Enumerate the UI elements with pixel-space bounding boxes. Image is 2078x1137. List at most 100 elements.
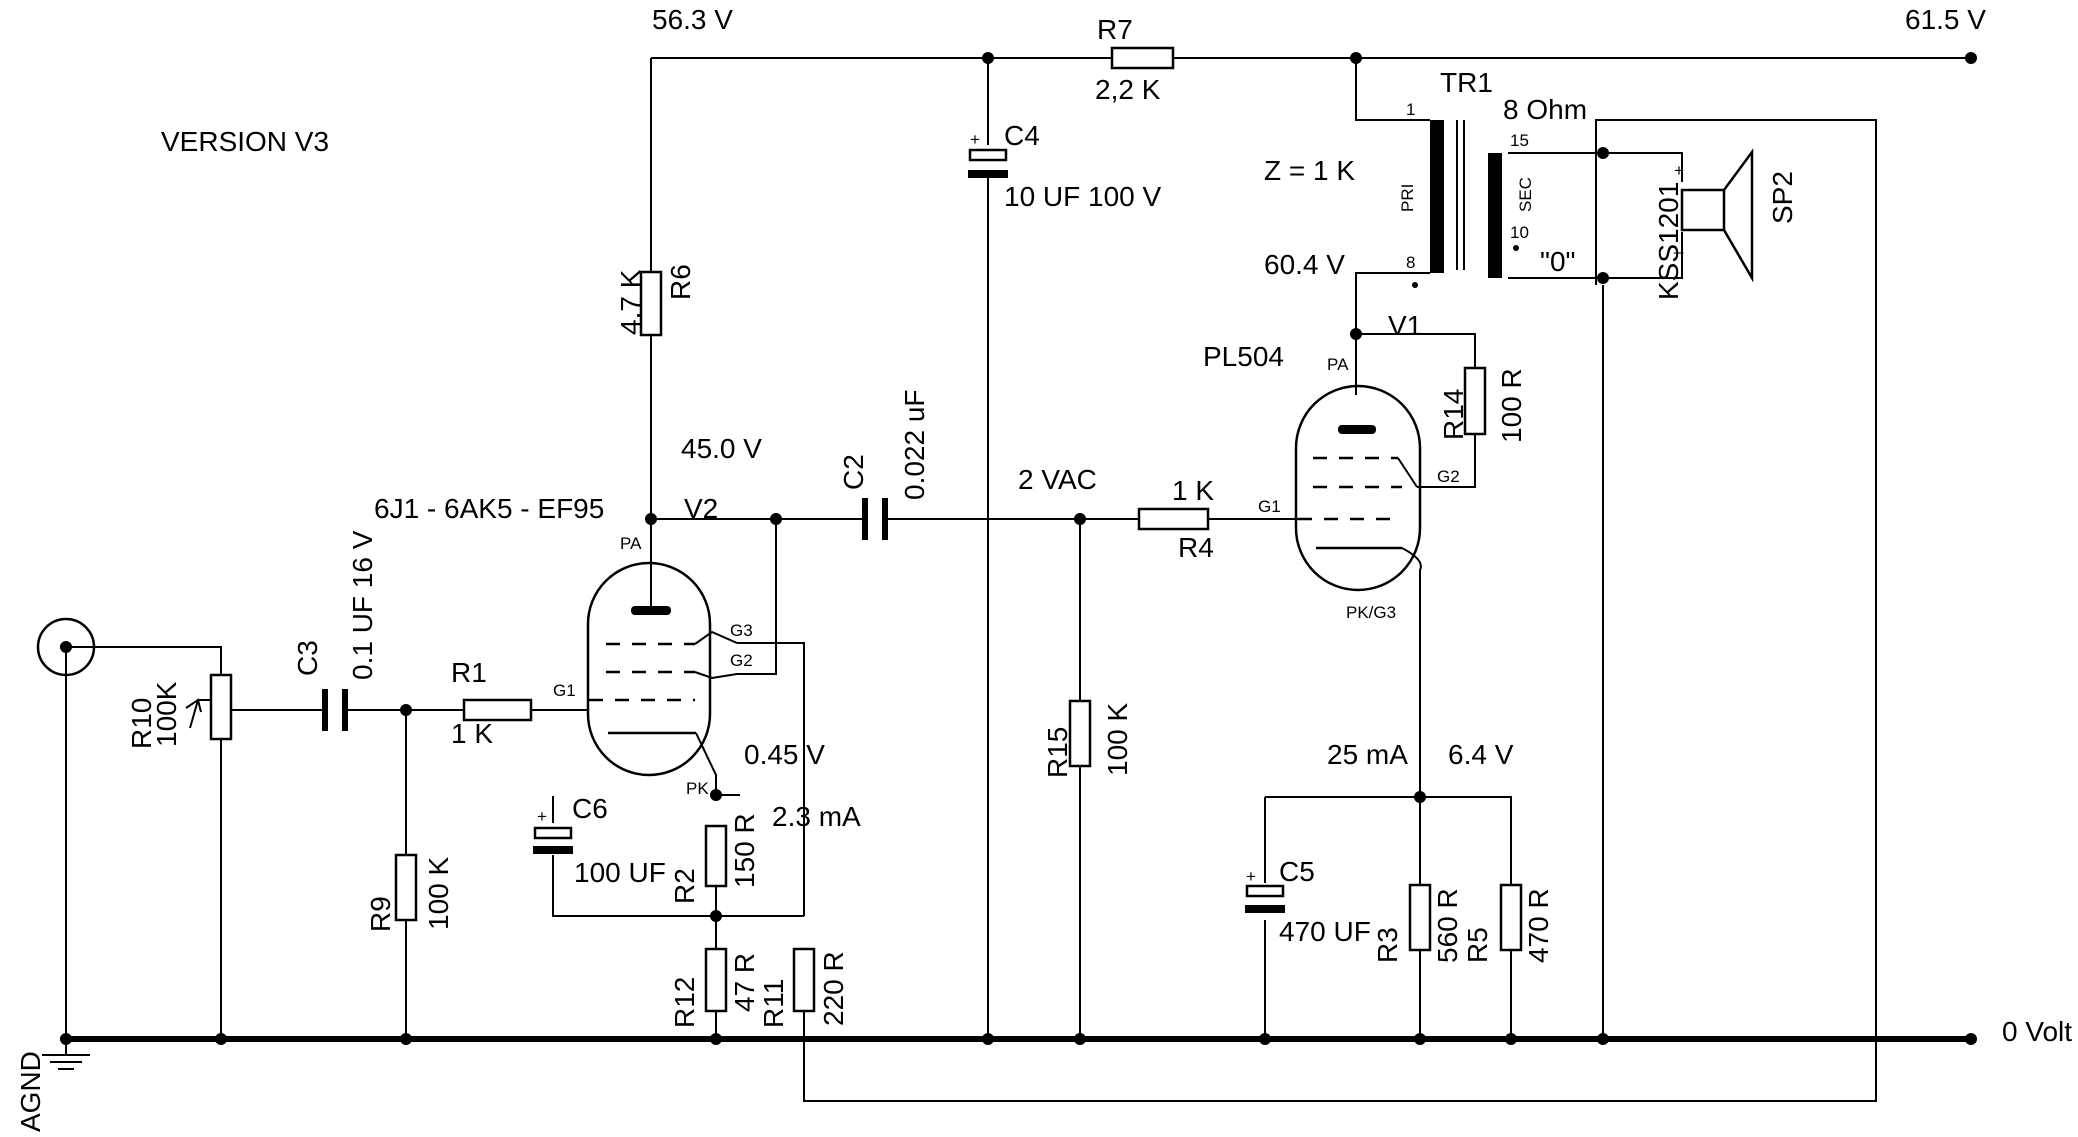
r7-ref: R7 [1097, 14, 1133, 45]
speaker-minus: _ [1673, 235, 1684, 254]
v2-pk: PK [686, 779, 709, 798]
r2-value: 150 R [729, 813, 760, 888]
r1-ref: R1 [451, 657, 487, 688]
tube-v1 [1294, 384, 1422, 592]
r7-resistor [1110, 46, 1175, 70]
r6-value: 4.7 K [615, 269, 646, 335]
r15-ref: R15 [1042, 727, 1073, 778]
v1-g1: G1 [1258, 497, 1281, 516]
v1-ref: V1 [1388, 310, 1422, 341]
tr1-ref: TR1 [1440, 67, 1493, 98]
r11-resistor [792, 947, 816, 1013]
v2-anode-voltage: 45.0 V [681, 433, 762, 464]
r4-resistor [1137, 507, 1210, 531]
c3-value: 0.1 UF 16 V [347, 530, 378, 680]
v2-pa: PA [620, 534, 642, 553]
v1-pa: PA [1327, 355, 1349, 374]
c5-value: 470 UF [1279, 916, 1371, 947]
c2-capacitor [862, 498, 888, 540]
r3-ref: R3 [1372, 927, 1403, 963]
r10-potentiometer [209, 673, 233, 741]
c3-ref: C3 [292, 640, 323, 676]
v2-g3: G3 [730, 621, 753, 640]
c4-capacitor [968, 148, 1008, 178]
v1-g2: G2 [1437, 467, 1460, 486]
tr1-secondary: 8 Ohm [1503, 94, 1587, 125]
v2-cathode-voltage: 0.45 V [744, 739, 825, 770]
speaker-sp2 [1680, 148, 1754, 283]
r9-resistor [394, 853, 418, 922]
speaker-plus: + [1674, 161, 1684, 180]
tr1-impedance: Z = 1 K [1264, 155, 1355, 186]
c3-capacitor [322, 689, 348, 731]
v2-type: 6J1 - 6AK5 - EF95 [374, 493, 604, 524]
r10-wiper-arrow [185, 698, 210, 729]
v1-cathode-voltage: 6.4 V [1448, 739, 1514, 770]
r14-value: 100 R [1496, 368, 1527, 443]
tube-v2 [586, 519, 738, 777]
tr1-pin1: 1 [1406, 100, 1415, 119]
junction-dots [60, 52, 1977, 1045]
c4-value: 10 UF 100 V [1004, 181, 1162, 212]
r10-value: 100K [151, 681, 182, 747]
v1-anode-voltage: 60.4 V [1264, 249, 1345, 280]
r7-value: 2,2 K [1095, 74, 1161, 105]
r2-resistor [704, 824, 728, 888]
transformer-tr1 [1410, 119, 1519, 288]
c6-capacitor [533, 826, 573, 854]
r1-resistor [462, 698, 533, 722]
r11-ref: R11 [758, 979, 789, 1028]
v2-ref: V2 [684, 493, 718, 524]
speaker-ref: SP2 [1767, 171, 1798, 224]
ground-symbol [42, 1039, 90, 1070]
c4-ref: C4 [1004, 120, 1040, 151]
c5-plus: + [1246, 867, 1256, 886]
tr1-zero-tap: "0" [1540, 246, 1575, 277]
v1-type: PL504 [1203, 341, 1284, 372]
tr1-sec: SEC [1516, 177, 1535, 212]
r4-value: 1 K [1172, 475, 1214, 506]
r6-ref: R6 [665, 264, 696, 300]
r3-resistor [1408, 883, 1432, 952]
r10-ref: R10 [126, 698, 157, 749]
r9-ref: R9 [365, 896, 396, 932]
wiring [65, 57, 1971, 1102]
tr1-pin8: 8 [1406, 253, 1415, 272]
r15-resistor [1068, 699, 1092, 768]
r2-ref: R2 [669, 868, 700, 904]
c5-ref: C5 [1279, 856, 1315, 887]
agnd-label: AGND [15, 1051, 46, 1132]
v1-pk: PK/G3 [1346, 603, 1396, 622]
r3-value: 560 R [1432, 888, 1463, 963]
ground-label: 0 Volt [2002, 1016, 2072, 1047]
tr1-pin10: 10 [1510, 223, 1529, 242]
r5-value: 470 R [1523, 888, 1554, 963]
r5-ref: R5 [1462, 927, 1493, 963]
r12-resistor [704, 947, 728, 1013]
c6-value: 100 UF [574, 857, 666, 888]
r14-resistor [1463, 366, 1487, 436]
r12-ref: R12 [669, 977, 700, 1028]
input-jack [36, 617, 222, 677]
r11-value: 220 R [818, 951, 849, 1026]
v1-grid-ac: 2 VAC [1018, 464, 1097, 495]
c2-value: 0.022 uF [899, 389, 930, 500]
c2-ref: C2 [838, 454, 869, 490]
r5-resistor [1499, 883, 1523, 952]
r6-resistor [639, 270, 663, 337]
v2-g2: G2 [730, 651, 753, 670]
speaker-model: KSS1201 [1653, 182, 1684, 300]
b-plus-right-label: 61.5 V [1905, 4, 1986, 35]
b-plus-left-label: 56.3 V [652, 4, 733, 35]
c5-capacitor [1245, 884, 1285, 913]
tr1-pri: PRI [1398, 184, 1417, 212]
tr1-pin15: 15 [1510, 131, 1529, 150]
v1-cathode-current: 25 mA [1327, 739, 1408, 770]
r12-value: 47 R [729, 953, 760, 1012]
c6-ref: C6 [572, 793, 608, 824]
r15-value: 100 K [1102, 703, 1133, 776]
r1-value: 1 K [451, 718, 493, 749]
v2-g1: G1 [553, 681, 576, 700]
r9-value: 100 K [423, 857, 454, 930]
